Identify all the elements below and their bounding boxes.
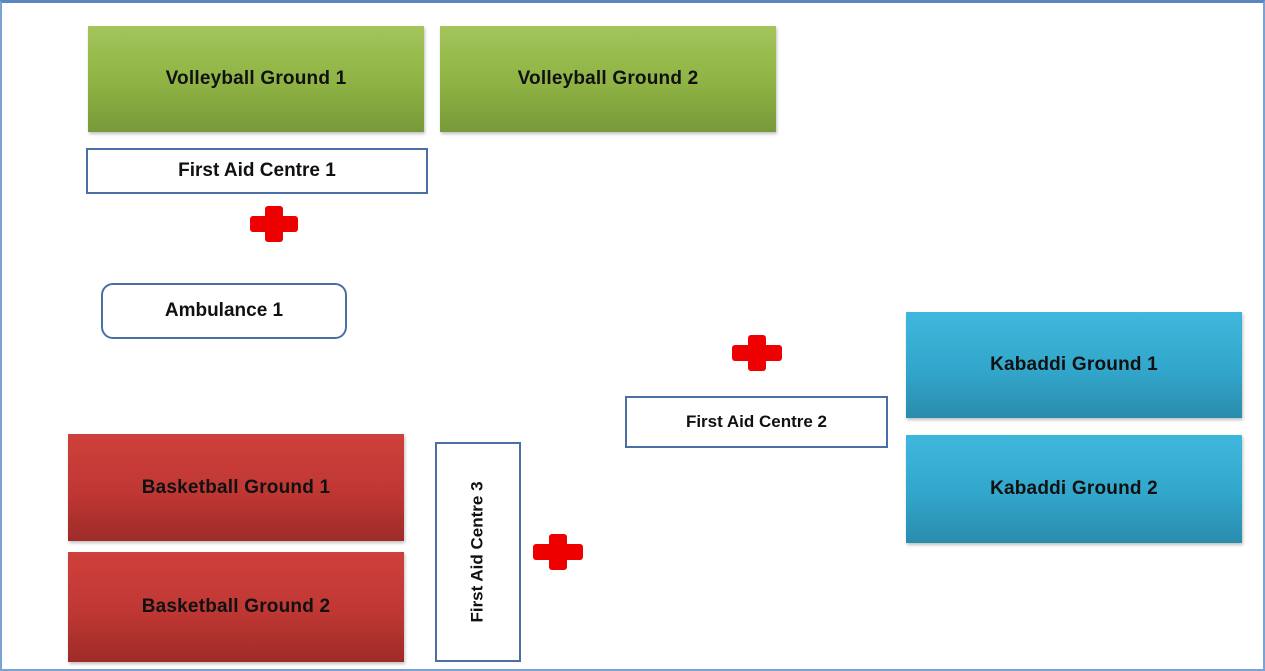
red-cross-icon	[250, 206, 298, 242]
ambulance-1-label: Ambulance 1	[164, 300, 284, 321]
volleyball-ground-1-label: Volleyball Ground 1	[165, 68, 347, 89]
basketball-ground-2: Basketball Ground 2	[68, 552, 404, 662]
red-cross-icon	[732, 335, 782, 371]
kabaddi-ground-2: Kabaddi Ground 2	[906, 435, 1242, 543]
first-aid-centre-2: First Aid Centre 2	[625, 396, 888, 448]
volleyball-ground-2: Volleyball Ground 2	[440, 26, 776, 132]
volleyball-ground-2-label: Volleyball Ground 2	[517, 68, 699, 89]
first-aid-centre-1-label: First Aid Centre 1	[178, 160, 336, 181]
first-aid-centre-1: First Aid Centre 1	[86, 148, 428, 194]
first-aid-centre-3: First Aid Centre 3	[435, 442, 521, 662]
volleyball-ground-1: Volleyball Ground 1	[88, 26, 424, 132]
basketball-ground-1-label: Basketball Ground 1	[141, 476, 331, 498]
first-aid-centre-2-label: First Aid Centre 2	[685, 412, 828, 431]
basketball-ground-1: Basketball Ground 1	[68, 434, 404, 541]
red-cross-icon	[533, 534, 583, 570]
kabaddi-ground-1: Kabaddi Ground 1	[906, 312, 1242, 418]
ambulance-1: Ambulance 1	[101, 283, 347, 339]
kabaddi-ground-1-label: Kabaddi Ground 1	[990, 354, 1158, 375]
first-aid-centre-3-label: First Aid Centre 3	[468, 481, 488, 623]
kabaddi-ground-2-label: Kabaddi Ground 2	[990, 478, 1158, 499]
basketball-ground-2-label: Basketball Ground 2	[141, 596, 331, 617]
